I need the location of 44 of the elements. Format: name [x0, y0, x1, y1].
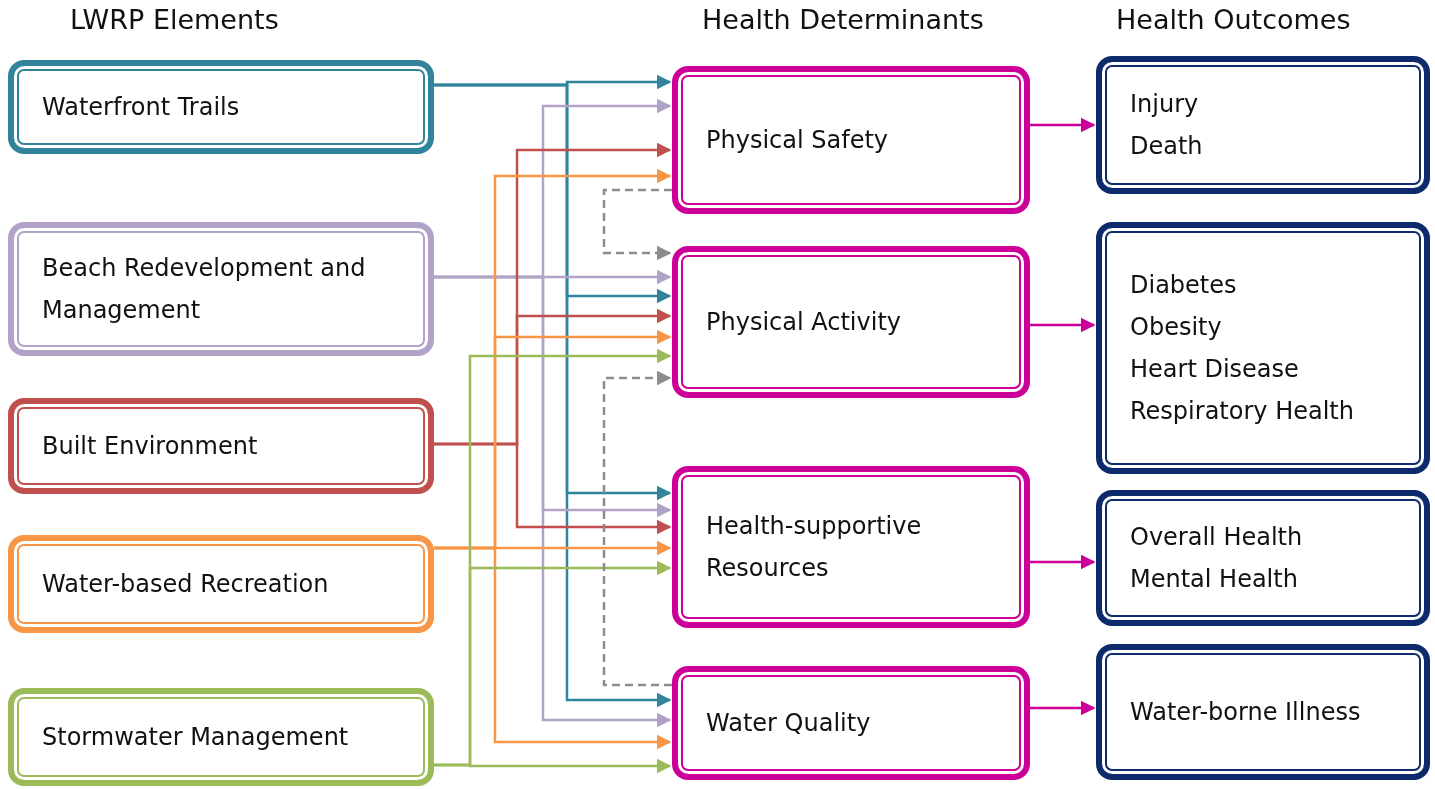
node-label: Beach Redevelopment and Management — [42, 253, 367, 326]
arrow — [602, 370, 672, 687]
arrow — [1030, 554, 1096, 570]
node-label: Physical Safety — [706, 125, 890, 156]
rounded-box — [8, 60, 434, 154]
node-label: Respiratory Health — [1130, 396, 1355, 427]
node-label: Built Environment — [42, 431, 259, 462]
arrow — [602, 188, 672, 261]
node-label: Heart Disease — [1130, 354, 1300, 385]
rounded-box — [8, 398, 434, 494]
arrow — [1030, 117, 1096, 133]
arrow — [434, 83, 672, 708]
node-label: Mental Health — [1130, 564, 1299, 595]
column-heading: Health Determinants — [702, 4, 984, 35]
rounded-box — [1096, 222, 1430, 474]
rounded-box — [672, 66, 1030, 214]
rounded-box — [1096, 56, 1430, 194]
rounded-box — [672, 666, 1030, 780]
node-label: Water-borne Illness — [1130, 697, 1362, 728]
rounded-box — [8, 222, 434, 356]
column-heading: Health Outcomes — [1116, 4, 1351, 35]
rounded-box — [1096, 644, 1430, 780]
rounded-box — [8, 535, 434, 633]
rounded-box — [1096, 490, 1430, 626]
rounded-box — [672, 466, 1030, 628]
node-label: Water Quality — [706, 708, 872, 739]
node-label: Obesity — [1130, 312, 1223, 343]
node-label: Health-supportive Resources — [706, 511, 923, 584]
node-label: Water-based Recreation — [42, 569, 330, 600]
node-label: Physical Activity — [706, 307, 902, 338]
arrow — [434, 758, 672, 774]
node-label: Injury — [1130, 89, 1200, 120]
rounded-box — [672, 246, 1030, 398]
arrow — [434, 275, 672, 728]
arrow — [1030, 317, 1096, 333]
node-label: Death — [1130, 131, 1204, 162]
node-label: Overall Health — [1130, 522, 1304, 553]
arrow — [434, 442, 672, 535]
rounded-box — [8, 688, 434, 786]
node-label: Diabetes — [1130, 270, 1238, 301]
node-label: Stormwater Management — [42, 722, 350, 753]
arrow — [1030, 700, 1096, 716]
column-heading: LWRP Elements — [70, 4, 279, 35]
node-label: Waterfront Trails — [42, 92, 241, 123]
